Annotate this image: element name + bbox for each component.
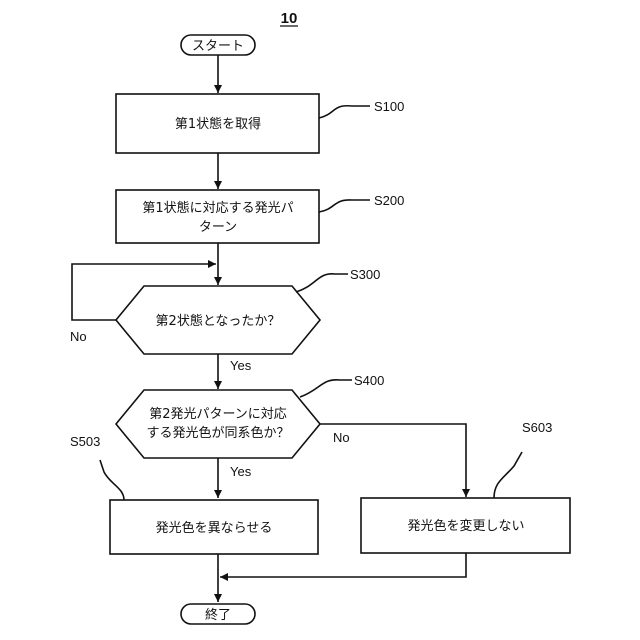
step-s200-ref: S200 [374, 193, 404, 208]
decision-s400-text-line1: 第2発光パターンに対応 [149, 407, 287, 422]
s300-no-label: No [70, 329, 87, 344]
leader-s200 [319, 200, 370, 212]
s400-no-label: No [333, 430, 350, 445]
step-s200-text-line2: ターン [199, 220, 237, 235]
step-s503-ref: S503 [70, 434, 100, 449]
leader-s603 [494, 452, 522, 498]
step-s503-box: 発光色を異ならせる [110, 500, 318, 554]
decision-s300: 第2状態となったか？ [116, 286, 320, 354]
end-label: 終了 [205, 607, 231, 623]
leader-s400 [300, 380, 352, 397]
leader-s503 [100, 460, 124, 500]
step-s100-ref: S100 [374, 99, 404, 114]
figure-number: 10 [280, 10, 298, 27]
decision-s400-ref: S400 [354, 373, 384, 388]
step-s603-text: 発光色を変更しない [407, 518, 524, 534]
figure-number-text: 10 [281, 10, 298, 27]
s300-yes-label: Yes [230, 358, 252, 373]
start-label: スタート [192, 39, 244, 54]
arrow-s603-merge [220, 553, 466, 577]
step-s100-box: 第1状態を取得 [116, 94, 319, 153]
step-s503-text: 発光色を異ならせる [156, 520, 273, 536]
decision-s300-ref: S300 [350, 267, 380, 282]
step-s100-text: 第1状態を取得 [175, 116, 261, 132]
decision-s300-text: 第2状態となったか？ [156, 313, 281, 329]
end-terminal: 終了 [181, 604, 255, 624]
step-s603-ref: S603 [522, 420, 552, 435]
step-s200-box: 第1状態に対応する発光パ ターン [116, 190, 319, 243]
start-terminal: スタート [181, 35, 255, 55]
decision-s400-text-line2: する発光色が同系色か？ [146, 425, 289, 441]
step-s603-box: 発光色を変更しない [361, 498, 570, 553]
leader-s300 [296, 274, 348, 292]
leader-s100 [319, 106, 370, 118]
step-s200-text-line1: 第1状態に対応する発光パ [142, 200, 293, 216]
s400-yes-label: Yes [230, 464, 252, 479]
decision-s400: 第2発光パターンに対応 する発光色が同系色か？ [116, 390, 320, 458]
